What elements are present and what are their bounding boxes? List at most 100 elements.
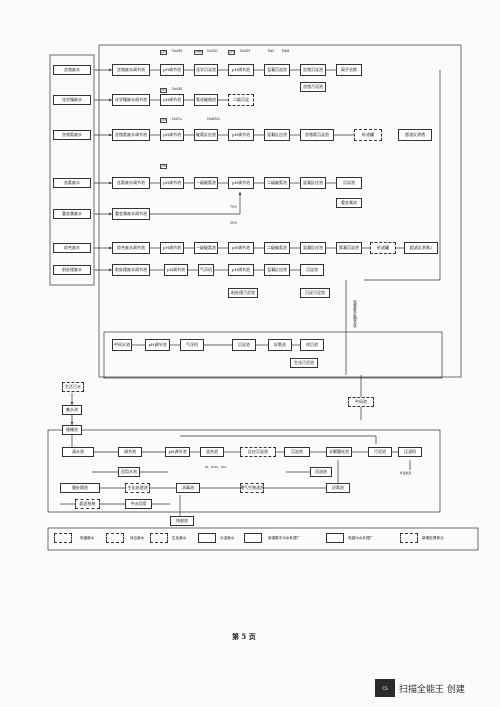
r8-bio-sludge: 生化污泥池 — [290, 358, 318, 368]
r8-aerobic: 好氧池 — [268, 339, 292, 351]
r7-sed: 沉淀池 — [300, 264, 324, 276]
legend-swatch-2 — [106, 533, 124, 543]
source-chromium: 含铬废水 — [53, 65, 91, 75]
r7-coag: 混凝反应池 — [264, 264, 290, 276]
r3-sed: 含铬氰沉淀池 — [300, 129, 334, 141]
lower-note: 外运处置 — [400, 471, 412, 475]
r3-sand-filter: 砂滤罐 — [354, 129, 382, 141]
reagent-naclo: NaClO — [207, 49, 218, 53]
lower-grid: 格栅池 — [62, 425, 82, 435]
r6-floc-sed: 絮凝沉淀池 — [336, 242, 362, 254]
lower-out: 中水回用 — [125, 499, 152, 509]
lower-disinfect: 消毒池 — [176, 483, 200, 493]
percent-70: 70% — [230, 205, 238, 209]
lower-domestic: 生活污水 — [62, 382, 84, 392]
reagent-naoh: NaOH — [172, 49, 183, 53]
r3-ph-tank-2: pH调节池 — [228, 129, 254, 141]
r3-equalization: 含铬氰废水调节池 — [112, 129, 150, 141]
reagent-pam: PAM — [282, 49, 290, 53]
r8-sed: 沉淀池 — [232, 339, 256, 351]
lower-press: 压滤机 — [398, 447, 422, 457]
r4-break-2: 二级破氰池 — [264, 177, 290, 189]
r6-sand-filter: 砂滤罐 — [370, 242, 396, 254]
r2-equalization: 化学镍废水调节池 — [112, 94, 150, 106]
scanner-logo-icon: CS — [375, 679, 395, 697]
r4-equalization: 含氰废水调节池 — [112, 177, 150, 189]
source-chemical-nickel: 化学镍废水 — [53, 95, 91, 105]
source-heavy-metal: 重金属废水 — [53, 209, 91, 219]
lower-ph: pH调节池 — [165, 447, 190, 457]
lower-final: 排放池 — [170, 516, 194, 526]
r4-coag: 混凝反应池 — [300, 177, 326, 189]
r1-ph-tank: pH调节池 — [160, 64, 184, 76]
legend-swatch-5 — [244, 533, 262, 543]
r7-ph-tank: pH调节池 — [164, 264, 188, 276]
lower-collect: 集水池 — [62, 405, 82, 415]
intermediate-pool: 中间池 — [348, 397, 374, 407]
r5-equalization: 重金属废水调节池 — [112, 208, 150, 220]
r7-sed-sludge: 沉淀污泥池 — [300, 288, 330, 298]
r1-chem-sed: 化学沉淀池 — [194, 64, 218, 76]
r7-equalization: 前处理废水调节池 — [112, 264, 150, 276]
r2-ph-tank: pH调节池 — [160, 94, 184, 106]
lower-membrane: 膜处理池 — [60, 483, 100, 493]
r7-ph-tank-2: pH调节池 — [228, 264, 254, 276]
lower-mix: 混合池 — [200, 447, 224, 457]
r6-ph-tank: pH调节池 — [160, 242, 184, 254]
legend-swatch-4 — [198, 533, 216, 543]
r1-ph-tank-2: pH调节池 — [228, 64, 254, 76]
legend-item-1: 电镀废水 — [80, 536, 95, 540]
lower-react: 反应沉淀池 — [240, 447, 276, 457]
lower-back: 回流池 — [310, 467, 332, 477]
lower-hydrolysis: 水解酸化池 — [326, 447, 352, 457]
r8-air-flotation: 气浮机 — [180, 339, 204, 351]
chip-orp: ORP — [194, 50, 203, 55]
reagent-h2so4: H₂SO₄ — [172, 117, 183, 121]
r8-ph-tank: pH调节池 — [145, 339, 170, 351]
r6-equalization: 综合废水调节池 — [112, 242, 150, 254]
legend-swatch-7 — [400, 533, 418, 543]
side-label: 电镀废水处理系统 — [352, 300, 357, 328]
legend-item-4: 污泥废水 — [220, 536, 235, 540]
lower-return: 回用水池 — [118, 467, 140, 477]
watermark: CS 扫描全能王 创建 — [375, 678, 495, 698]
legend-item-7: 新增处理单元 — [422, 536, 444, 540]
chip-ph: pH — [228, 50, 235, 55]
r4-ph-tank: pH调节池 — [160, 177, 184, 189]
r1-coag: 混凝沉淀池 — [264, 64, 290, 76]
legend-item-6: 电镀污水处理厂 — [348, 536, 374, 540]
lower-sludge: 污泥池 — [368, 447, 392, 457]
r8-mid-pool: 中间水池 — [112, 339, 132, 351]
lower-cloth: 曝气生物滤池 — [240, 483, 264, 493]
r2-secondary-sed: 二级沉淀 — [228, 94, 254, 106]
r4-heavy-metal-pool: 重金属池 — [336, 198, 362, 208]
r7-air-flotation: 气浮机 — [198, 264, 214, 276]
legend-item-5: 新增集中污水处理厂 — [268, 536, 301, 540]
lower-ao: 生化处理池 — [125, 483, 150, 493]
reagent-naoh: NaOH — [172, 87, 183, 91]
watermark-text: 扫描全能王 创建 — [399, 684, 465, 695]
r1-ion-exchange: 离子交换 — [336, 64, 362, 76]
lower-chem: Ⅲ、PAM、PAC — [205, 465, 228, 469]
chip-ph: pH — [160, 50, 167, 55]
r1-cr-sludge: 含铬污泥池 — [300, 82, 326, 92]
r4-break-1: 一级破氰池 — [194, 177, 218, 189]
r4-ph-tank-2: pH调节池 — [228, 177, 254, 189]
legend-swatch-6 — [326, 533, 344, 543]
lower-anoxic: 厌氧池 — [326, 483, 350, 493]
r7-pre-sludge: 前处理污泥池 — [228, 288, 258, 298]
r6-uf-ro-2: 超滤反渗透2 — [404, 242, 438, 254]
r3-uf-ro: 超滤反渗透 — [398, 129, 432, 141]
r1-equalization: 含铬废水调节池 — [112, 64, 150, 76]
percent-30: 30% — [230, 221, 238, 225]
r4-sed: 沉淀池 — [336, 177, 362, 189]
r3-coag: 混凝反应池 — [264, 129, 290, 141]
r6-break-1: 一级破氰池 — [194, 242, 218, 254]
r6-ph-tank-2: pH调节池 — [228, 242, 254, 254]
r6-coag: 混凝反应池 — [300, 242, 326, 254]
lower-filter: 超滤系统 — [75, 499, 100, 509]
source-comprehensive: 综合废水 — [53, 243, 91, 253]
r1-cr-sed: 含铬沉淀池 — [300, 64, 326, 76]
